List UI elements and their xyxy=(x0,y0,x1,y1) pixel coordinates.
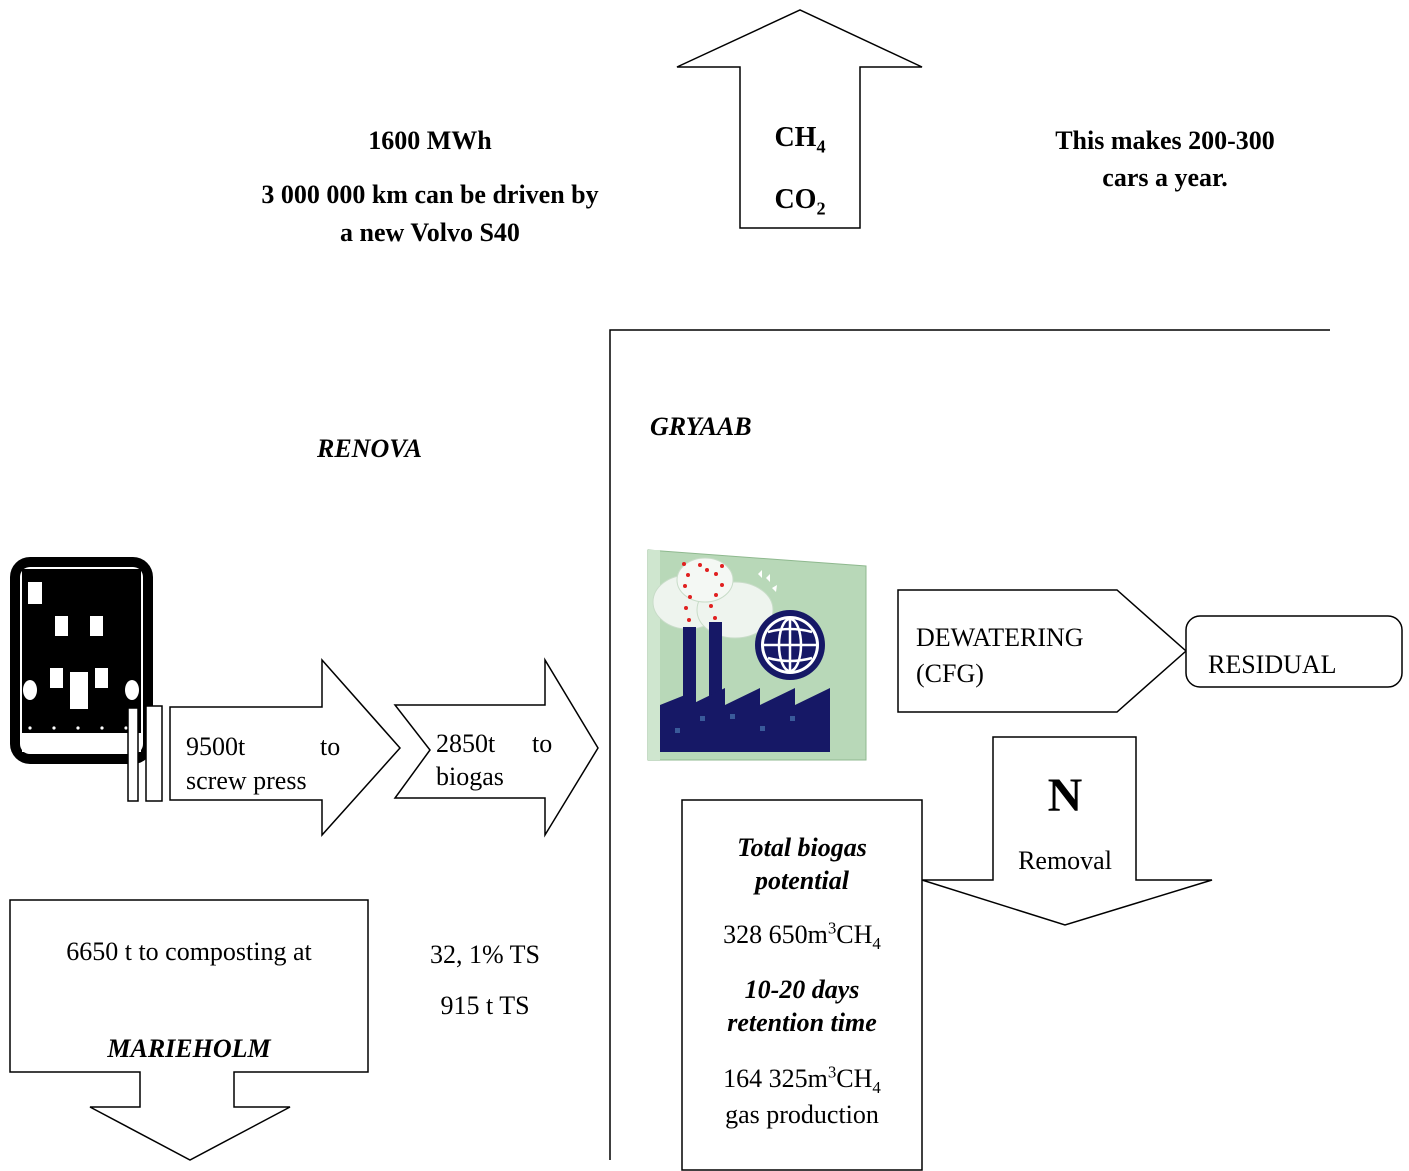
cars-line1: This makes 200-300 xyxy=(1055,126,1275,155)
potential-title-line2: potential xyxy=(755,866,849,895)
retention-line1: 10-20 days xyxy=(744,975,860,1004)
biogas-to: to xyxy=(532,729,553,758)
retention-line2: retention time xyxy=(727,1008,877,1037)
biogas-dest: biogas xyxy=(436,762,504,791)
residual-box xyxy=(1185,615,1403,688)
screw-press-arrow xyxy=(169,658,402,837)
energy-mwh: 1600 MWh xyxy=(368,126,492,155)
screw-press-amount: 9500t xyxy=(186,732,246,761)
biogas-amount: 2850t xyxy=(436,729,496,758)
removal-label: Removal xyxy=(1018,846,1112,875)
potential-title-line1: Total biogas xyxy=(737,833,867,862)
dewatering-box xyxy=(897,589,1188,713)
house-icon xyxy=(10,557,153,764)
ts-tonnes: 915 t TS xyxy=(440,991,530,1020)
ts-percent: 32, 1% TS xyxy=(429,940,541,969)
gas-production-label: gas production xyxy=(725,1100,879,1129)
gryaab-label: GRYAAB xyxy=(650,412,752,441)
renova-label: RENOVA xyxy=(317,434,422,463)
gas-output-arrow xyxy=(676,9,923,229)
dewatering-line1: DEWATERING xyxy=(916,623,1084,652)
co2-label: CO2 xyxy=(774,184,826,219)
biogas-arrow xyxy=(393,657,599,838)
composting-line1: 6650 t to composting at xyxy=(66,937,312,966)
potential-value1: 328 650m3CH4 xyxy=(723,918,881,954)
composting-place: MARIEHOLM xyxy=(107,1034,271,1063)
n-label: N xyxy=(1047,769,1083,822)
potential-box xyxy=(681,799,923,1171)
gryaab-boundary xyxy=(609,329,1330,1160)
residual-label: RESIDUAL xyxy=(1208,650,1337,679)
dewatering-line2: (CFG) xyxy=(916,659,984,688)
composting-arrow xyxy=(9,899,369,1161)
potential-value2: 164 325m3CH4 xyxy=(723,1062,881,1098)
ch4-label: CH4 xyxy=(774,122,826,157)
energy-distance-line1: 3 000 000 km can be driven by xyxy=(261,180,599,209)
cars-line2: cars a year. xyxy=(1102,163,1228,192)
energy-distance-line2: a new Volvo S40 xyxy=(340,218,520,247)
screw-press-dest: screw press xyxy=(186,766,307,795)
n-removal-arrow xyxy=(921,736,1213,926)
screw-press-to: to xyxy=(320,732,341,761)
pipe xyxy=(127,707,139,802)
pipe xyxy=(145,705,163,802)
factory-globe-icon xyxy=(647,549,867,761)
